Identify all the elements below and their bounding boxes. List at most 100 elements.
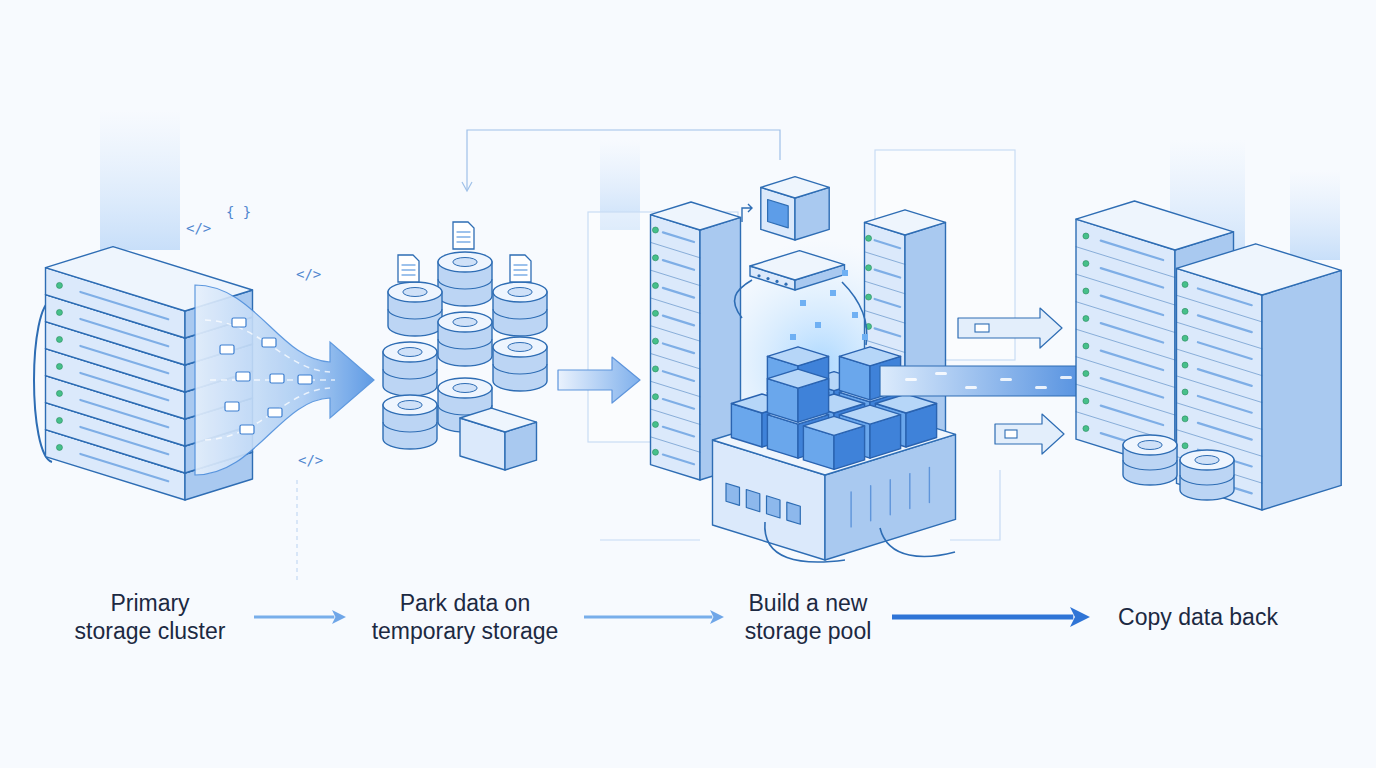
- disk-band: [383, 369, 437, 379]
- base-port: [726, 483, 740, 505]
- restored-rack: [1177, 244, 1342, 510]
- disk-cylinder: [438, 312, 492, 366]
- data-particle: [815, 322, 821, 328]
- status-led: [1083, 316, 1089, 322]
- stage-caption-box: Build a new storage pool: [732, 586, 884, 648]
- rack-divider: [1177, 295, 1263, 322]
- drive-slot: [1101, 268, 1163, 287]
- document-icon: [398, 255, 419, 282]
- status-led: [652, 421, 658, 427]
- box-side: [1262, 270, 1341, 510]
- rack-divider: [651, 242, 701, 257]
- disk-hub: [508, 288, 532, 297]
- arrow-dash: [905, 378, 917, 381]
- drive-slot: [1198, 288, 1252, 305]
- data-particle: [830, 290, 836, 296]
- drive-slot: [663, 455, 694, 465]
- rack-divider: [1076, 274, 1175, 305]
- rack-divider: [1076, 329, 1175, 360]
- disk-top: [383, 342, 437, 362]
- vent-line: [909, 474, 910, 509]
- disk-band: [1123, 460, 1177, 470]
- status-led: [1182, 416, 1188, 422]
- arrow-dash: [1060, 376, 1072, 379]
- disk-top: [493, 337, 547, 357]
- rack-divider: [1076, 384, 1175, 415]
- document-line: [402, 269, 415, 270]
- rack-divider: [1177, 322, 1263, 349]
- data-particle: [852, 312, 858, 318]
- pool-rack: [865, 210, 946, 470]
- drive-slot: [1198, 423, 1252, 440]
- data-packet: [232, 318, 246, 327]
- drive-slot: [875, 299, 901, 307]
- box-top: [1177, 244, 1342, 295]
- rack-divider: [651, 298, 701, 313]
- status-led: [1182, 362, 1188, 368]
- disk-top: [1180, 450, 1234, 470]
- arrow-dash: [935, 372, 947, 375]
- flow-arrow: [254, 616, 334, 619]
- drive-slot: [80, 292, 168, 319]
- disk-hub: [1138, 441, 1162, 450]
- glow-column: [1290, 170, 1340, 260]
- disk-cylinder: [1123, 435, 1177, 485]
- disk-hub: [398, 348, 422, 357]
- disk-band: [493, 309, 547, 319]
- data-particle: [842, 270, 848, 276]
- disk-band: [388, 309, 442, 319]
- status-led: [1083, 288, 1089, 294]
- status-led: [1182, 281, 1188, 287]
- status-led: [56, 363, 62, 369]
- arrow-dash: [1035, 386, 1047, 389]
- document-line: [457, 236, 470, 237]
- disk-band: [1180, 475, 1234, 485]
- ribbon-streak: [205, 388, 330, 440]
- drive-slot: [1101, 351, 1163, 370]
- guide-line: [297, 480, 298, 580]
- disk-top: [383, 395, 437, 415]
- disk-hub: [453, 258, 477, 267]
- drive-slot: [1101, 241, 1163, 260]
- status-led: [1182, 335, 1188, 341]
- document-icon: [510, 255, 531, 282]
- status-led: [652, 283, 658, 289]
- rack-divider: [1177, 376, 1263, 403]
- stage-caption: Primary storage cluster: [60, 589, 240, 645]
- disk-cylinder: [438, 252, 492, 306]
- status-led: [1182, 443, 1188, 449]
- disk-cylinder: [493, 282, 547, 336]
- base-port: [746, 490, 760, 512]
- drive-slot: [875, 328, 901, 336]
- guide-line: [467, 130, 780, 190]
- status-led: [866, 294, 872, 300]
- data-packet: [240, 425, 254, 434]
- status-led: [56, 417, 62, 423]
- document-icon: [453, 222, 474, 249]
- data-packet: [270, 374, 284, 383]
- status-led: [56, 444, 62, 450]
- flow-arrow: [892, 615, 1073, 620]
- ribbon-streak: [205, 320, 330, 372]
- vent-line: [850, 492, 851, 527]
- status-led: [1182, 389, 1188, 395]
- module-screen: [768, 200, 789, 228]
- document-line: [514, 264, 527, 265]
- data-ribbon: [195, 285, 374, 475]
- box-top: [761, 177, 829, 198]
- disk-hub: [398, 401, 422, 410]
- vent-line: [870, 486, 871, 521]
- drive-slot: [663, 288, 694, 298]
- drive-slot: [663, 260, 694, 270]
- rack-divider: [865, 281, 906, 294]
- drive-slot: [1101, 378, 1163, 397]
- copy-arrow-small: [995, 414, 1064, 454]
- arrow-dash: [965, 386, 977, 389]
- box-top: [651, 202, 741, 230]
- base-unit: [713, 399, 956, 560]
- disk-top: [438, 312, 492, 332]
- status-led: [56, 390, 62, 396]
- data-packet: [268, 408, 282, 417]
- status-led: [652, 394, 658, 400]
